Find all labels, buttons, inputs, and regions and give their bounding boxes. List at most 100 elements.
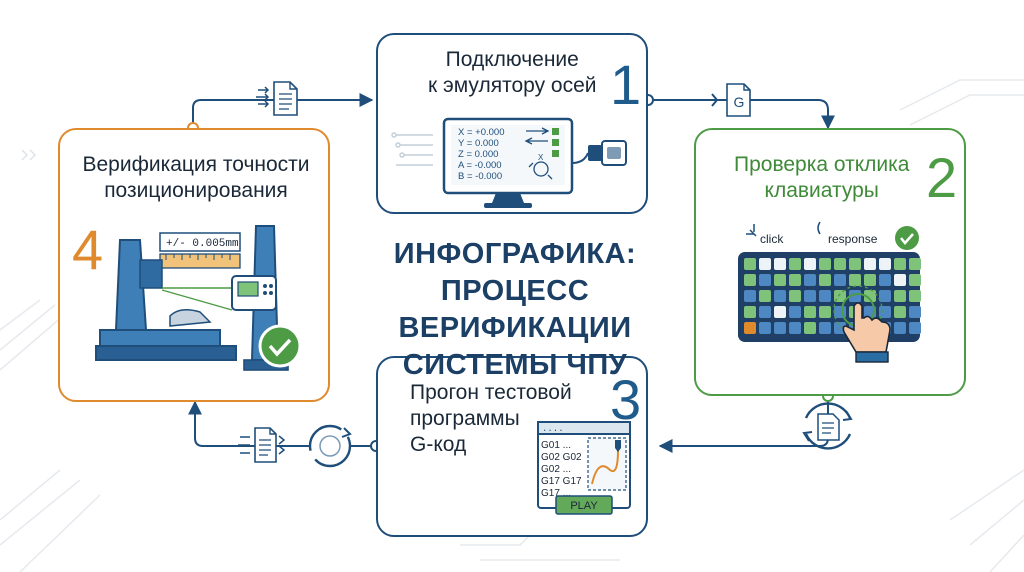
code-header: .... bbox=[542, 424, 564, 434]
keyboard-key[interactable] bbox=[879, 274, 891, 286]
gcode-window-icon: .... G01 ... G02 G02 G02 ... G17 G17 G17… bbox=[537, 421, 631, 515]
keyboard-key[interactable] bbox=[744, 274, 756, 286]
keyboard-icon: click response bbox=[738, 221, 921, 363]
keyboard-key[interactable] bbox=[834, 274, 846, 286]
tolerance-label: +/- 0.005mm bbox=[166, 238, 239, 250]
step-2-number: 2 bbox=[926, 146, 958, 209]
infographic-title: ИНФОГРАФИКА: ПРОЦЕСС ВЕРИФИКАЦИИ СИСТЕМЫ… bbox=[330, 236, 700, 384]
code-line-4: G17 G17 bbox=[541, 476, 582, 487]
keyboard-key[interactable] bbox=[909, 306, 921, 318]
keyboard-key[interactable] bbox=[819, 322, 831, 334]
keyboard-key[interactable] bbox=[804, 274, 816, 286]
keyboard-key[interactable] bbox=[789, 306, 801, 318]
keyboard-key[interactable] bbox=[804, 306, 816, 318]
keyboard-key[interactable] bbox=[804, 258, 816, 270]
keyboard-key[interactable] bbox=[909, 290, 921, 302]
document-out-icon bbox=[238, 427, 286, 463]
keyboard-key[interactable] bbox=[849, 274, 861, 286]
gcode-file-letter: G bbox=[734, 94, 745, 110]
keyboard-key[interactable] bbox=[864, 258, 876, 270]
step-1-title-line-1: Подключение bbox=[445, 48, 579, 71]
response-label: response bbox=[828, 232, 878, 246]
keyboard-key[interactable] bbox=[819, 258, 831, 270]
step-1-title: Подключение к эмулятору осей bbox=[428, 47, 597, 99]
keyboard-key[interactable] bbox=[879, 290, 891, 302]
keyboard-key[interactable] bbox=[774, 290, 786, 302]
step-3-title-line-2: программы bbox=[410, 407, 520, 430]
step-2-card: Проверка отклика клавиатуры 2 click resp… bbox=[694, 128, 966, 396]
check-icon bbox=[895, 226, 919, 250]
keyboard-key[interactable] bbox=[894, 290, 906, 302]
keyboard-key[interactable] bbox=[759, 258, 771, 270]
keyboard-key[interactable] bbox=[819, 274, 831, 286]
step-3-title: Прогон тестовой программы G-код bbox=[410, 380, 572, 458]
keyboard-key[interactable] bbox=[774, 274, 786, 286]
step-4-title-line-1: Верификация точности bbox=[82, 153, 310, 176]
keyboard-key[interactable] bbox=[744, 258, 756, 270]
step-3-number: 3 bbox=[610, 368, 642, 431]
keyboard-key[interactable] bbox=[759, 290, 771, 302]
title-line-1: ИНФОГРАФИКА: bbox=[393, 238, 637, 270]
refresh-document-icon bbox=[802, 402, 853, 450]
keyboard-key[interactable] bbox=[894, 322, 906, 334]
axis-tag: X bbox=[538, 153, 544, 162]
step-4-title-line-2: позиционирования bbox=[104, 179, 288, 202]
cnc-machine-icon: +/- 0.005mm bbox=[95, 225, 302, 371]
keyboard-key[interactable] bbox=[819, 290, 831, 302]
keyboard-key[interactable] bbox=[774, 322, 786, 334]
keyboard-key[interactable] bbox=[849, 258, 861, 270]
keyboard-key[interactable] bbox=[909, 258, 921, 270]
keyboard-key[interactable] bbox=[804, 322, 816, 334]
keyboard-key[interactable] bbox=[744, 322, 756, 334]
keyboard-key[interactable] bbox=[744, 306, 756, 318]
keyboard-key[interactable] bbox=[789, 322, 801, 334]
keyboard-key[interactable] bbox=[894, 258, 906, 270]
hand-pointer-icon bbox=[833, 285, 891, 363]
keyboard-key[interactable] bbox=[894, 306, 906, 318]
keyboard-key[interactable] bbox=[789, 274, 801, 286]
click-label: click bbox=[760, 232, 784, 246]
title-line-2: ПРОЦЕСС ВЕРИФИКАЦИИ bbox=[398, 275, 632, 344]
keyboard-key[interactable] bbox=[864, 290, 876, 302]
keyboard-key[interactable] bbox=[819, 306, 831, 318]
play-button[interactable] bbox=[555, 495, 613, 515]
verified-check-icon bbox=[258, 324, 302, 368]
document-icon bbox=[256, 81, 298, 116]
step-4-title: Верификация точности позиционирования bbox=[72, 152, 320, 204]
keyboard-key[interactable] bbox=[909, 322, 921, 334]
keyboard-key[interactable] bbox=[759, 274, 771, 286]
axis-row-y: Y = 0.000 bbox=[458, 138, 499, 149]
keyboard-key[interactable] bbox=[909, 274, 921, 286]
gcode-file-icon: G bbox=[711, 83, 751, 117]
keyboard-key[interactable] bbox=[774, 258, 786, 270]
code-line-3: G02 ... bbox=[541, 464, 571, 475]
keyboard-key[interactable] bbox=[789, 258, 801, 270]
keyboard-key[interactable] bbox=[774, 306, 786, 318]
axis-row-z: Z = 0.000 bbox=[458, 149, 498, 160]
keyboard-key[interactable] bbox=[894, 274, 906, 286]
keyboard-key[interactable] bbox=[879, 306, 891, 318]
keyboard-key[interactable] bbox=[744, 290, 756, 302]
cycle-icon bbox=[308, 424, 352, 468]
keyboard-key[interactable] bbox=[864, 274, 876, 286]
axis-row-x: X = +0.000 bbox=[458, 127, 504, 138]
ruler bbox=[159, 253, 241, 269]
toolpath-preview bbox=[587, 437, 627, 491]
code-line-5: G17 ... bbox=[541, 488, 571, 499]
keyboard-key[interactable] bbox=[759, 306, 771, 318]
serial-connector-icon bbox=[571, 140, 627, 166]
step-2-title: Проверка отклика клавиатуры bbox=[734, 152, 909, 204]
keyboard-key[interactable] bbox=[834, 258, 846, 270]
keyboard-key[interactable] bbox=[804, 290, 816, 302]
title-line-3: СИСТЕМЫ ЧПУ bbox=[402, 349, 628, 381]
step-4-number: 4 bbox=[72, 218, 104, 281]
code-line-2: G02 G02 bbox=[541, 452, 582, 463]
keyboard-key[interactable] bbox=[879, 258, 891, 270]
connector-3-to-4 bbox=[188, 400, 382, 452]
step-1-title-line-2: к эмулятору осей bbox=[428, 74, 597, 97]
keyboard-key[interactable] bbox=[789, 290, 801, 302]
step-3-title-line-1: Прогон тестовой bbox=[410, 381, 572, 404]
monitor-icon: X = +0.000 Y = 0.000 Z = 0.000 A = -0.00… bbox=[391, 117, 627, 208]
keyboard-keys bbox=[744, 258, 921, 334]
keyboard-key[interactable] bbox=[759, 322, 771, 334]
